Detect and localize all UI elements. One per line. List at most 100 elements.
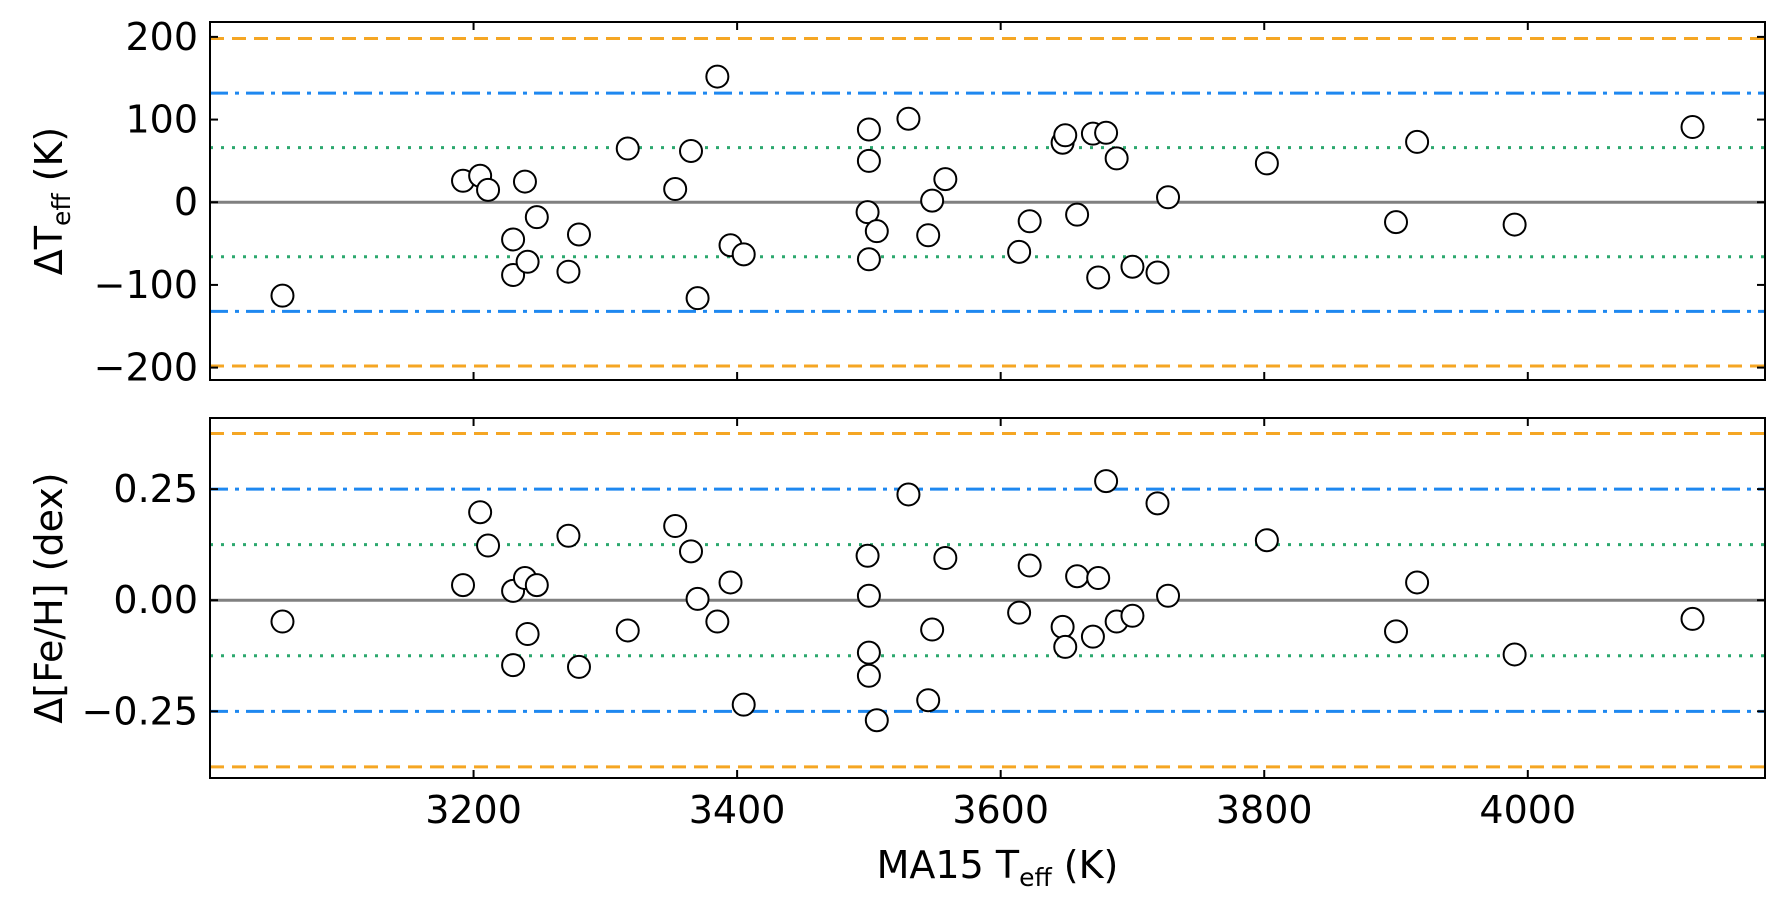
top-data-point [515,249,540,274]
x-tick-label: 4000 [1479,788,1576,832]
bot-data-point [1094,469,1119,494]
bot-data-point [685,586,710,611]
bot-data-point [1145,491,1170,516]
top-data-point [1156,185,1181,210]
top-data-point [1065,202,1090,227]
bot-data-point [468,500,493,525]
top-data-point [856,117,881,142]
top-ylabel-suffix: (K) [27,127,71,194]
x-tick-label: 3200 [425,788,522,832]
top-data-point [1094,120,1119,145]
top-data-point [615,136,640,161]
bot-data-point [856,583,881,608]
top-data-point [270,283,295,308]
bot-data-point [718,570,743,595]
bot-data-point [920,617,945,642]
top-data-point [856,148,881,173]
x-tick-label: 3400 [689,788,786,832]
bot-y-tick-label: −0.25 [82,689,198,733]
top-data-point [1502,212,1527,237]
bot-data-point [1053,634,1078,659]
bot-data-point [678,539,703,564]
bot-data-point [1254,528,1279,553]
bot-data-point [476,533,501,558]
top-data-point [1053,123,1078,148]
top-y-axis-label: ΔTeff (K) [27,127,76,275]
top-y-tick-labels: −200 −100 0 100 200 [94,15,198,390]
top-data-point [1405,129,1430,154]
bot-data-point [731,692,756,717]
bot-data-point [1086,566,1111,590]
top-data-point [566,222,591,247]
bottom-y-tick-labels: −0.25 0.00 0.25 [82,467,198,733]
top-data-point [1104,146,1129,171]
bot-data-point [1384,619,1409,644]
top-data-point [920,188,945,213]
bot-data-point [270,609,295,634]
top-data-point [856,247,881,272]
top-data-points [270,64,1705,311]
top-data-point [476,177,501,202]
bottom-data-points [270,469,1705,733]
x-axis-label: MA15 Teff (K) [877,843,1119,892]
bot-data-point [855,543,880,568]
top-data-point [1017,209,1042,234]
top-data-point [1680,115,1705,140]
bot-data-point [1680,606,1705,631]
bot-data-point [1007,600,1032,625]
top-data-point [685,286,710,311]
top-y-tick-label: 100 [125,98,198,142]
top-data-point [933,167,958,192]
top-data-point [1086,265,1111,290]
bot-data-point [1502,642,1527,667]
top-data-point [855,200,880,225]
bot-data-point [451,573,476,598]
top-data-point [896,106,921,131]
top-data-point [916,223,941,248]
top-data-point [524,205,549,230]
bottom-plot-frame [209,417,1766,779]
bottom-ticks [210,418,1765,778]
bot-data-point [705,609,730,634]
xlabel-prefix: MA15 T [877,843,1020,887]
bot-data-point [524,573,549,598]
top-y-tick-label: −200 [94,346,198,390]
top-data-point [501,227,526,252]
bot-data-point [1080,624,1105,649]
bottom-y-axis-label: Δ[Fe/H] (dex) [27,472,71,723]
top-data-point [1120,254,1145,279]
top-y-tick-label: −100 [94,263,198,307]
x-tick-label: 3600 [952,788,1049,832]
xlabel-suffix: (K) [1052,843,1119,887]
bot-y-tick-label: 0.25 [113,467,198,511]
top-ylabel-sub: eff [47,193,76,226]
bot-data-point [1017,553,1042,578]
top-ticks [210,22,1765,380]
bot-data-point [1120,603,1145,628]
bot-data-point [896,482,921,507]
top-y-tick-label: 200 [125,15,198,59]
top-data-point [864,219,889,244]
top-data-point [556,259,581,284]
bot-data-point [1156,583,1181,608]
top-panel: −200 −100 0 100 200 ΔTeff (K) [27,15,1766,390]
bot-data-point [663,514,688,538]
top-y-tick-label: 0 [174,180,198,224]
bot-data-point [933,546,958,570]
bot-data-point [856,663,881,688]
top-data-point [663,177,688,202]
top-data-point [1254,151,1279,176]
bot-data-point [566,654,591,679]
top-plot-frame [209,21,1766,381]
top-data-point [678,138,703,163]
bot-y-tick-label: 0.00 [113,578,198,622]
bot-data-point [864,708,889,733]
bottom-reference-lines [210,432,1765,769]
top-data-point [1145,260,1170,285]
bot-data-point [1050,614,1075,639]
top-data-point [1384,210,1409,235]
